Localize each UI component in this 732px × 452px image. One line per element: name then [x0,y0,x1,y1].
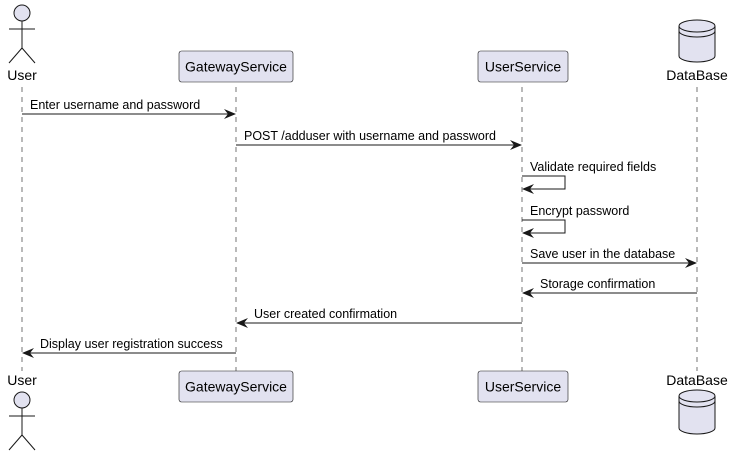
actor-user-top: User [7,4,37,83]
actor-figure-icon [8,391,36,451]
message-7: User created confirmation [236,307,522,328]
participant-label-database: DataBase [666,372,728,388]
message-4: Encrypt password [522,204,629,238]
participant-label-gateway: GatewayService [185,379,287,395]
message-5: Save user in the database [522,247,697,268]
message-label: Storage confirmation [540,277,655,291]
self-message-arrow [522,175,566,194]
actor-user-bottom: User [7,372,37,451]
self-message-arrow [522,219,566,238]
message-2: POST /adduser with username and password [236,129,522,150]
message-8: Display user registration success [22,337,236,358]
message-3: Validate required fields [522,160,656,194]
participant-label-database: DataBase [666,67,728,83]
database-database-bottom: DataBase [666,372,728,435]
message-label: Encrypt password [530,204,629,218]
participant-label-gateway: GatewayService [185,59,287,75]
participant-userservice-bottom: UserService [477,370,569,403]
message-label: Display user registration success [40,337,223,351]
message-label: Save user in the database [530,247,675,261]
message-label: Enter username and password [30,98,200,112]
database-database-top: DataBase [666,19,728,83]
database-cylinder-icon [678,19,716,63]
participant-gateway-bottom: GatewayService [178,370,294,403]
participant-label-user: User [7,67,37,83]
message-label: User created confirmation [254,307,397,321]
participant-label-userservice: UserService [485,379,561,395]
participant-label-user: User [7,372,37,388]
participant-label-userservice: UserService [485,59,561,75]
participant-userservice-top: UserService [477,50,569,83]
message-1: Enter username and password [22,98,236,119]
message-label: POST /adduser with username and password [244,129,496,143]
database-cylinder-icon [678,389,716,435]
actor-figure-icon [8,4,36,64]
message-6: Storage confirmation [522,277,697,298]
participant-gateway-top: GatewayService [178,50,294,83]
message-label: Validate required fields [530,160,656,174]
